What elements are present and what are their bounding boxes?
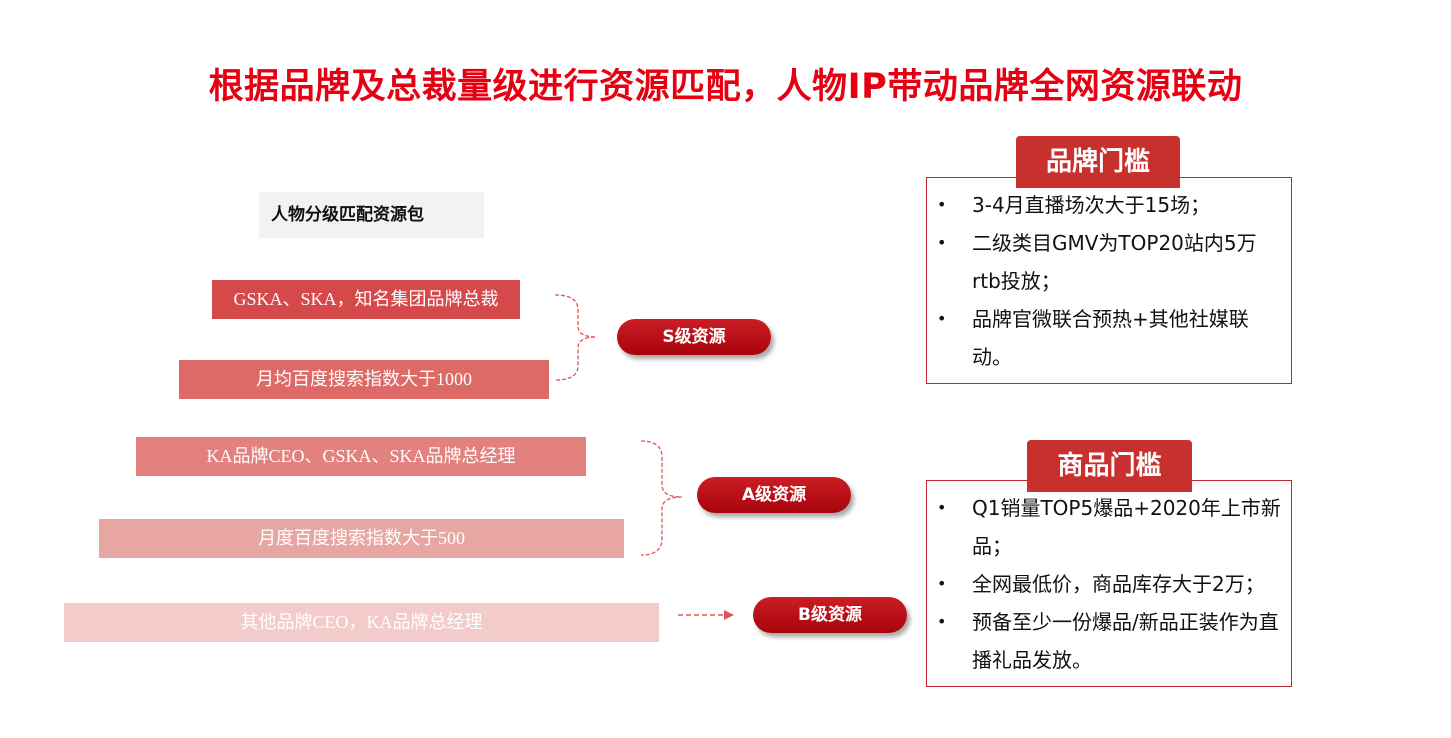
level-bar-2: 月均百度搜索指数大于1000 <box>179 360 549 399</box>
level-bar-3: KA品牌CEO、GSKA、SKA品牌总经理 <box>136 437 586 476</box>
product-threshold-text: Q1销量TOP5爆品+2020年上市新品； <box>972 496 1281 558</box>
a-level-badge: A级资源 <box>697 477 851 513</box>
section-label: 人物分级匹配资源包 <box>259 192 484 238</box>
brand-threshold-item: • 3-4月直播场次大于15场； <box>927 186 1291 224</box>
brand-threshold-text: 二级类目GMV为TOP20站内5万rtb投放； <box>972 231 1257 293</box>
brand-threshold-title: 品牌门槛 <box>1016 136 1180 188</box>
product-threshold-item: • 全网最低价，商品库存大于2万； <box>927 565 1291 603</box>
brand-threshold-panel: • 3-4月直播场次大于15场； • 二级类目GMV为TOP20站内5万rtb投… <box>926 177 1292 384</box>
bullet-icon: • <box>937 309 947 328</box>
product-threshold-item: • Q1销量TOP5爆品+2020年上市新品； <box>927 489 1291 565</box>
s-level-badge: S级资源 <box>617 319 771 355</box>
bullet-icon: • <box>937 574 947 593</box>
level-bar-5: 其他品牌CEO，KA品牌总经理 <box>64 603 659 642</box>
b-level-arrow <box>678 610 734 620</box>
level-bar-4: 月度百度搜索指数大于500 <box>99 519 624 558</box>
b-level-badge: B级资源 <box>753 597 907 633</box>
bullet-icon: • <box>937 498 947 517</box>
brand-threshold-text: 品牌官微联合预热+其他社媒联动。 <box>972 307 1249 369</box>
product-threshold-text: 全网最低价，商品库存大于2万； <box>972 572 1265 596</box>
page-title: 根据品牌及总裁量级进行资源匹配，人物IP带动品牌全网资源联动 <box>208 67 1243 107</box>
product-threshold-title: 商品门槛 <box>1027 440 1192 492</box>
product-threshold-text: 预备至少一份爆品/新品正装作为直播礼品发放。 <box>972 610 1279 672</box>
brand-threshold-item: • 品牌官微联合预热+其他社媒联动。 <box>927 300 1291 376</box>
brand-threshold-item: • 二级类目GMV为TOP20站内5万rtb投放； <box>927 224 1291 300</box>
level-bar-1: GSKA、SKA，知名集团品牌总裁 <box>212 280 520 319</box>
bullet-icon: • <box>937 233 947 252</box>
a-level-brace <box>640 440 683 556</box>
s-level-brace <box>554 294 597 381</box>
brand-threshold-text: 3-4月直播场次大于15场； <box>972 193 1211 217</box>
bullet-icon: • <box>937 195 947 214</box>
bullet-icon: • <box>937 612 947 631</box>
product-threshold-item: • 预备至少一份爆品/新品正装作为直播礼品发放。 <box>927 603 1291 679</box>
product-threshold-panel: • Q1销量TOP5爆品+2020年上市新品； • 全网最低价，商品库存大于2万… <box>926 480 1292 687</box>
